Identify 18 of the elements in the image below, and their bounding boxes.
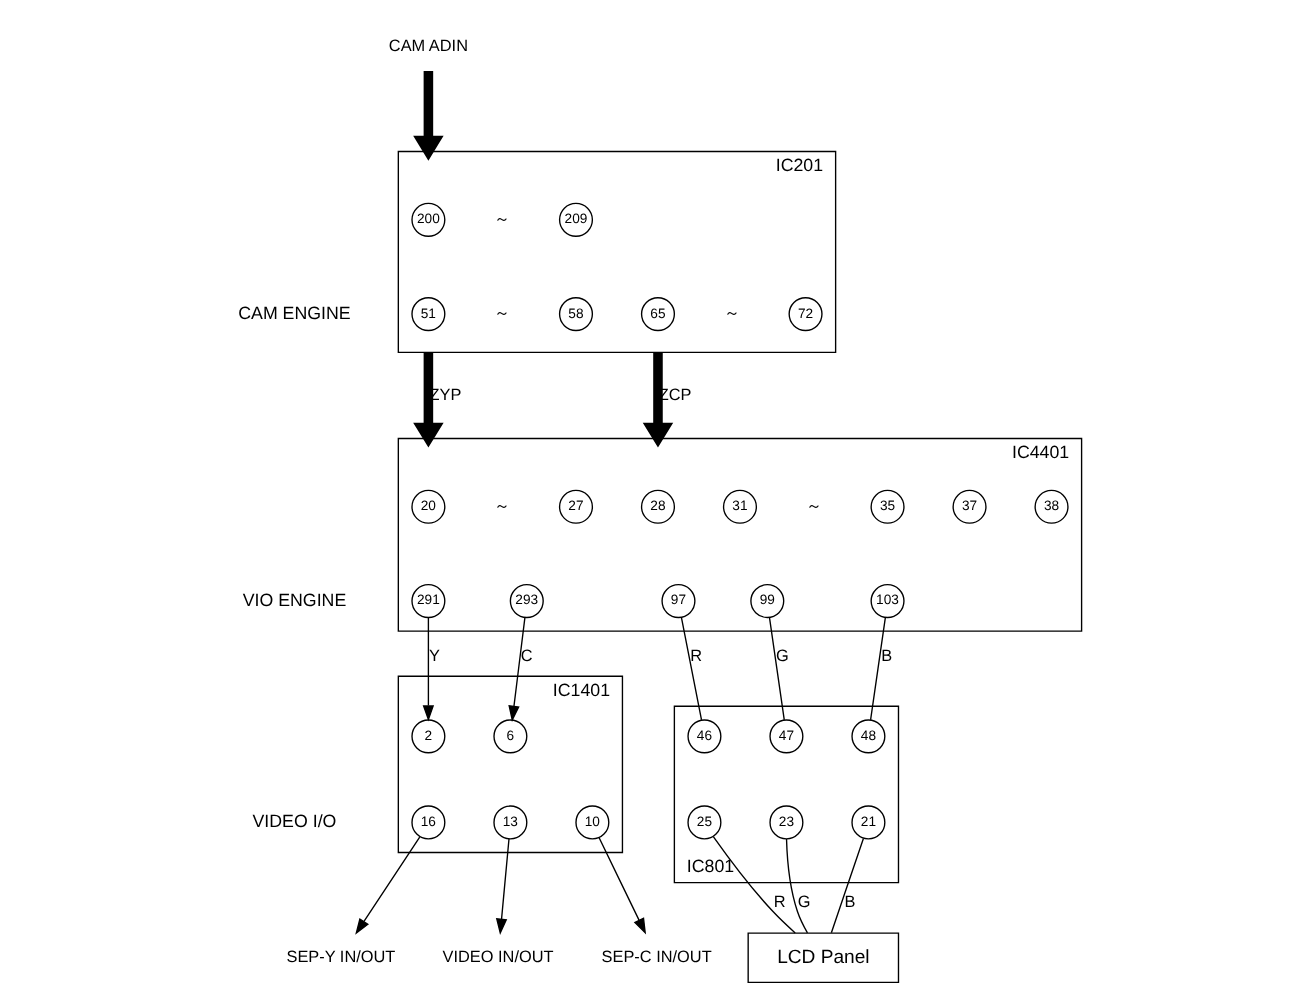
node-label: CAM ENGINE	[237, 302, 350, 323]
node-label: VIDEO I/O	[251, 811, 336, 832]
arrow	[494, 838, 509, 935]
connector	[784, 838, 808, 934]
node-label: VIO ENGINE	[241, 589, 346, 610]
node-box: LCD Panel	[746, 932, 899, 984]
arrow	[507, 616, 525, 722]
arrow	[412, 352, 443, 448]
connector	[829, 837, 864, 934]
connector	[767, 616, 784, 721]
connector	[868, 616, 886, 721]
connector	[711, 836, 795, 934]
arrow	[421, 616, 434, 722]
arrow	[354, 836, 420, 935]
arrow	[641, 352, 673, 448]
connector	[679, 616, 702, 721]
arrow	[412, 71, 443, 161]
arrow	[597, 836, 646, 935]
